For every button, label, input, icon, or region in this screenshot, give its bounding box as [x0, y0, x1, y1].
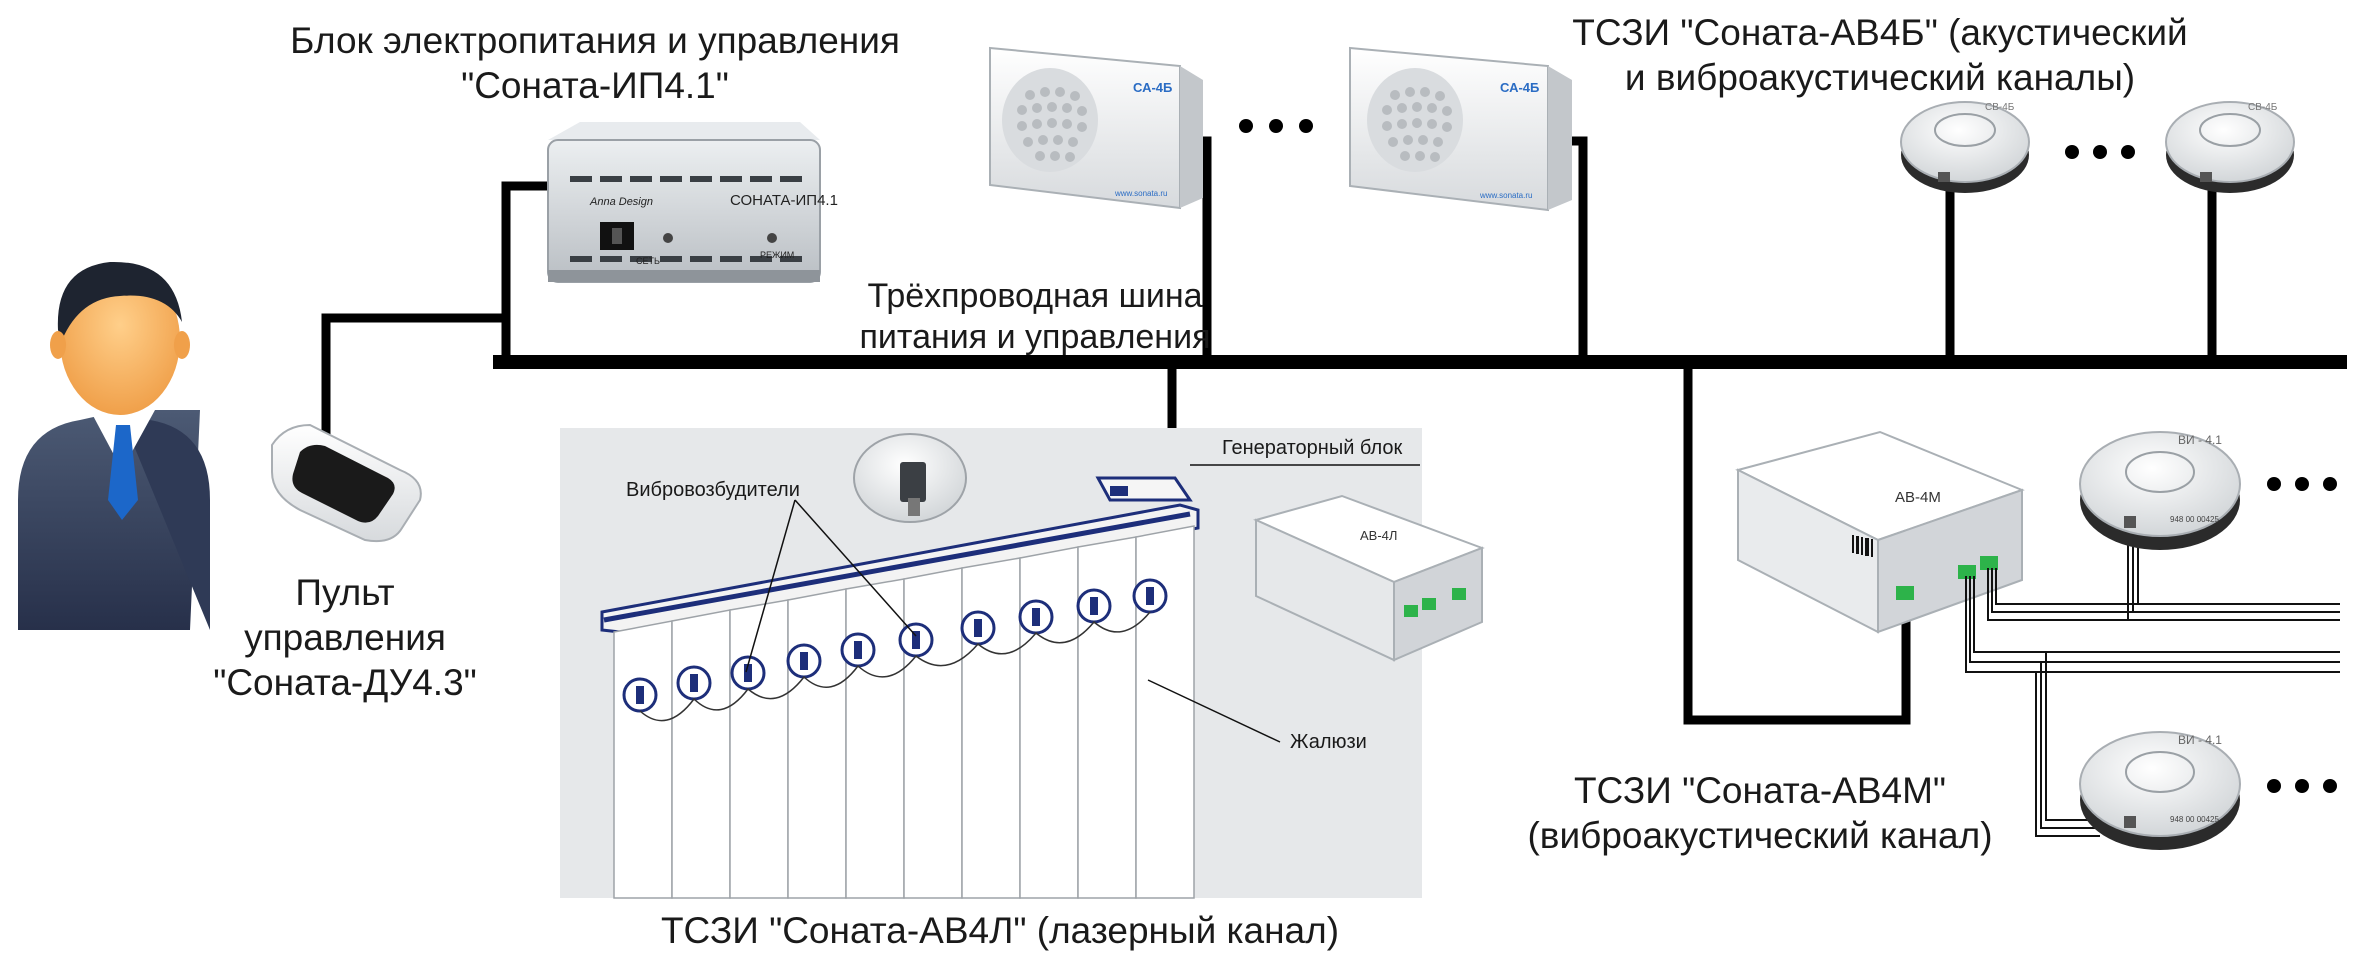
- person-icon: [18, 261, 210, 630]
- remote-label: Пульт управления "Соната-ДУ4.3": [200, 570, 490, 705]
- sensor-right-2-model: ВИ - 4.1: [2178, 733, 2222, 747]
- psu-label: Блок электропитания и управления "Соната…: [270, 18, 920, 108]
- blinds-label: Жалюзи: [1290, 731, 1367, 753]
- speaker-1-model-mark: СА-4Б: [1133, 80, 1172, 95]
- sensor-disc-right-1: ВИ - 4.1 948 00 00425: [2079, 431, 2241, 550]
- av4m-label: ТСЗИ "Соната-АВ4М" (виброакустический ка…: [1500, 768, 2020, 858]
- sensor-disc-top-1: СВ-4Б: [1900, 101, 2030, 193]
- sensor-right-1-number: 948 00 00425: [2170, 515, 2219, 524]
- sensor-top-1-mark: СВ-4Б: [1985, 102, 2015, 113]
- psu-network-mark: СЕТЬ: [636, 256, 660, 266]
- remote-label-line1: Пульт: [295, 572, 395, 613]
- av4b-label-line2: и виброакустический каналы): [1624, 57, 2136, 99]
- sensor-right-1-model: ВИ - 4.1: [2178, 433, 2222, 447]
- psu-label-line1: Блок электропитания и управления: [290, 20, 900, 61]
- laser-channel-panel: АВ-4Л: [560, 428, 1485, 899]
- av4l-model-mark: АВ-4Л: [1360, 528, 1397, 543]
- psu-model-mark: СОНАТА-ИП4.1: [730, 192, 838, 209]
- sensor-disc-right-2: ВИ - 4.1 948 00 00425: [2079, 731, 2241, 850]
- remote-label-line3: "Соната-ДУ4.3": [213, 662, 477, 704]
- power-bus: [321, 136, 2347, 725]
- av4b-label-line1: ТСЗИ "Соната-АВ4Б" (акустический: [1572, 12, 2188, 53]
- av4m-wiring: [1965, 526, 2340, 837]
- bus-label-line2: питания и управления: [859, 318, 1211, 357]
- sensor-disc-top-2: СВ-4Б: [2165, 101, 2295, 193]
- av4m-unit: АВ-4М: [1735, 430, 2025, 634]
- av4b-label: ТСЗИ "Соната-АВ4Б" (акустический и вибро…: [1540, 10, 2220, 100]
- av4m-label-line2: (виброакустический канал): [1527, 815, 1993, 857]
- sensor-top-2-mark: СВ-4Б: [2248, 102, 2278, 113]
- psu-label-line2: "Соната-ИП4.1": [461, 65, 729, 107]
- av4m-model-mark: АВ-4М: [1895, 489, 1941, 506]
- generator-label: Генераторный блок: [1222, 437, 1403, 459]
- psu-unit: Anna Design СОНАТА-ИП4.1 СЕТЬ РЕЖИМ: [547, 122, 838, 283]
- remote-control-unit: [271, 423, 422, 543]
- bus-label-line1: Трёхпроводная шина: [867, 277, 1203, 315]
- av4m-label-line1: ТСЗИ "Соната-АВ4М": [1573, 770, 1947, 811]
- vibro-exciters-label: Вибровозбудители: [626, 479, 800, 501]
- psu-mode-mark: РЕЖИМ: [760, 250, 794, 260]
- remote-label-line2: управления: [244, 617, 446, 659]
- psu-brand-mark: Anna Design: [589, 196, 653, 208]
- speaker-unit-1: СА-4Б www.sonata.ru: [989, 46, 1203, 210]
- continuation-dots: [1239, 119, 2337, 793]
- speaker-2-site-mark: www.sonata.ru: [1479, 191, 1532, 200]
- av4l-label: ТСЗИ "Соната-АВ4Л" (лазерный канал): [660, 910, 1340, 951]
- speaker-2-model-mark: СА-4Б: [1500, 80, 1539, 95]
- speaker-1-site-mark: www.sonata.ru: [1114, 189, 1167, 198]
- sensor-right-2-number: 948 00 00425: [2170, 815, 2219, 824]
- bus-label: Трёхпроводная шина питания и управления: [850, 276, 1220, 359]
- speaker-unit-2: СА-4Б www.sonata.ru: [1349, 46, 1572, 212]
